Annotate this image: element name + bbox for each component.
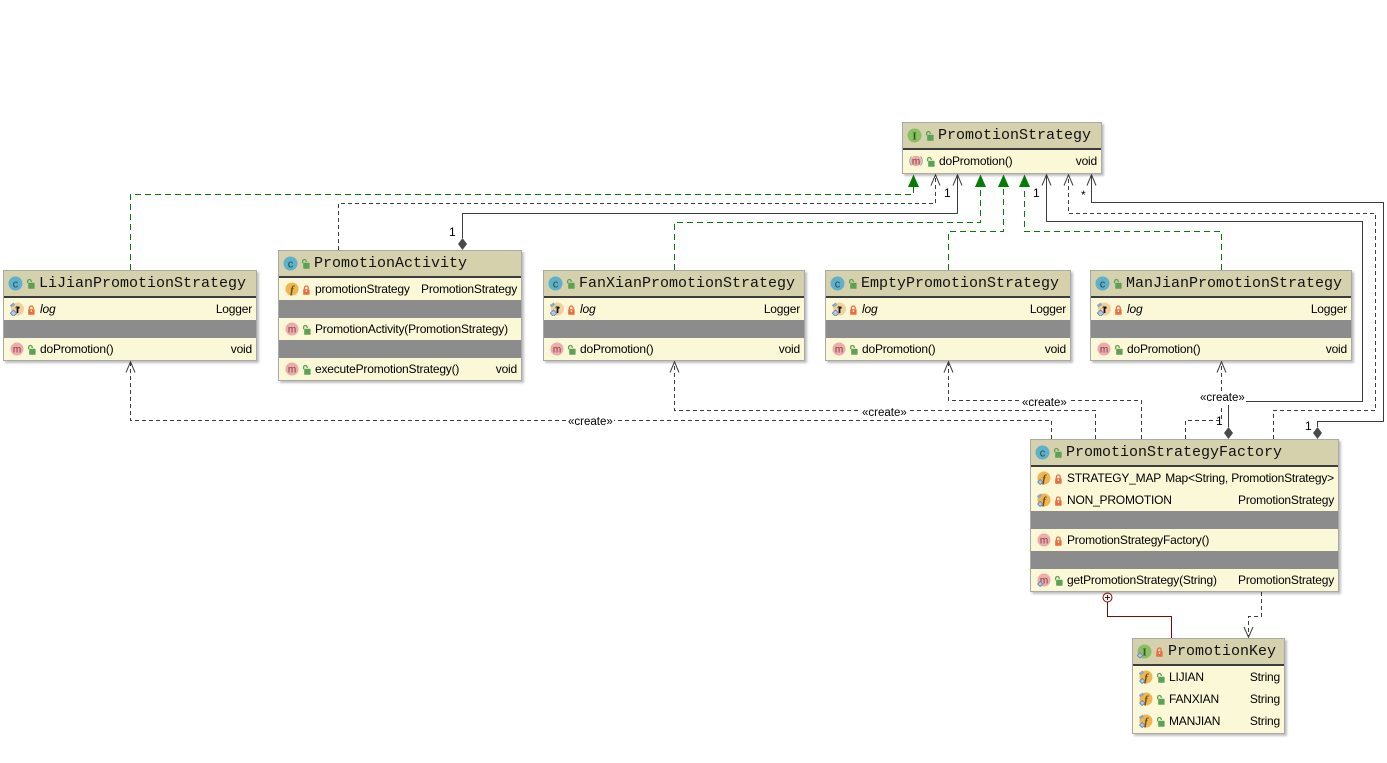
svg-text:m: m (835, 345, 843, 356)
svg-text:I: I (912, 131, 916, 143)
svg-text:m: m (553, 345, 561, 356)
svg-text:c: c (835, 279, 841, 291)
svg-text:c: c (1100, 279, 1106, 291)
svg-text:m: m (13, 345, 21, 356)
svg-text:c: c (288, 259, 294, 271)
svg-text:I: I (1142, 647, 1146, 659)
svg-text:f: f (1042, 473, 1047, 485)
svg-text:m: m (912, 157, 920, 168)
svg-text:m: m (288, 325, 296, 336)
svg-text:f: f (1144, 672, 1149, 684)
svg-text:f: f (1144, 694, 1149, 706)
svg-text:m: m (288, 365, 296, 376)
svg-text:f: f (290, 284, 295, 296)
svg-text:f: f (1144, 716, 1149, 728)
svg-text:c: c (553, 279, 559, 291)
svg-text:c: c (1040, 448, 1046, 460)
svg-text:m: m (1100, 345, 1108, 356)
svg-text:m: m (1040, 576, 1048, 587)
svg-text:m: m (1040, 536, 1048, 547)
svg-text:c: c (13, 279, 19, 291)
svg-text:f: f (1042, 495, 1047, 507)
